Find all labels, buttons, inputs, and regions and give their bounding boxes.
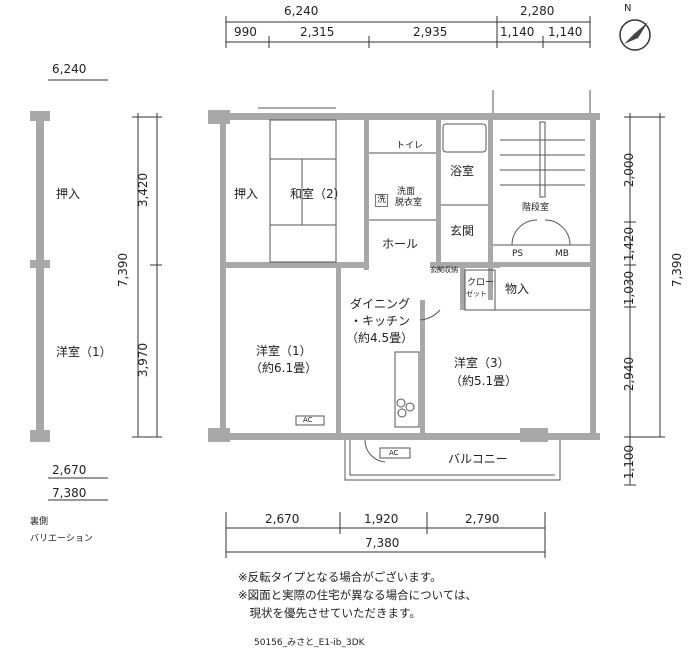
dim-top-seg: 2,315 (300, 25, 335, 39)
room-closet-l2: ゼット (466, 290, 487, 298)
dim-top-total-left: 6,240 (284, 4, 319, 18)
interior-lines (258, 90, 591, 481)
room-genkan: 玄関 (450, 224, 475, 238)
room-washroom-l1: 洗面 (397, 187, 416, 197)
room-toilet: トイレ (396, 141, 424, 151)
variation-label1: 裏側 (30, 517, 49, 527)
room-mb: MB (555, 249, 569, 259)
ac-indoor: AC (303, 416, 313, 424)
room-dk-l1: ダイニング (350, 297, 411, 311)
room-hall: ホール (382, 237, 419, 251)
room-yoshitsu1-l2: （約6.1畳） (250, 361, 318, 375)
dim-right-seg: 2,940 (622, 356, 637, 392)
variation-dim2: 7,380 (52, 486, 87, 500)
room-washroom-l2: 脱衣室 (395, 198, 423, 208)
room-closet-l1: クロー (467, 278, 495, 288)
variation-oshiire: 押入 (56, 187, 81, 201)
room-bath: 浴室 (450, 164, 475, 178)
dim-right-seg: 1,030 (622, 270, 637, 306)
dim-left-lower: 3,970 (136, 342, 151, 378)
room-dk-l2: ・キッチン (350, 314, 411, 328)
note-line: 現状を優先させていただきます。 (238, 606, 421, 620)
room-yoshitsu1-l1: 洋室（1） (256, 344, 312, 358)
dim-bottom-seg: 2,790 (465, 512, 500, 526)
dim-top-seg: 990 (234, 25, 257, 39)
dim-bottom-seg: 2,670 (265, 512, 300, 526)
footer-id: 50156_みさと_E1-ib_3DK (254, 638, 365, 648)
room-storage: 物入 (505, 282, 530, 296)
room-ps: PS (512, 249, 524, 259)
room-yoshitsu3-l2: （約5.1畳） (450, 374, 518, 388)
variation-width: 6,240 (52, 62, 87, 76)
washer-space: 洗 (375, 194, 389, 207)
variation-room: 洋室（1） (56, 345, 112, 359)
dim-top-seg: 1,140 (548, 25, 583, 39)
compass-north-label: N (624, 3, 632, 14)
note-line: ※反転タイプとなる場合がございます。 (238, 570, 442, 584)
room-stairs: 階段室 (522, 203, 550, 213)
dim-top-seg: 1,140 (500, 25, 535, 39)
walls (208, 110, 600, 442)
dimension-lines (48, 16, 665, 558)
dim-right-seg: 2,000 (622, 152, 637, 188)
dim-bottom-seg: 1,920 (364, 512, 399, 526)
variation-plan (30, 111, 50, 442)
room-washitsu: 和室（2） (290, 187, 346, 201)
dim-left-upper: 3,420 (136, 172, 151, 208)
room-oshiire: 押入 (234, 187, 259, 201)
note-line: ※図面と実際の住宅が異なる場合については、 (238, 588, 478, 602)
dim-bottom-total: 7,380 (365, 536, 400, 550)
room-balcony: バルコニー (448, 452, 508, 466)
room-genkan-storage: 玄関収納 (430, 266, 458, 274)
room-dk-l3: （約4.5畳） (346, 331, 414, 345)
compass-icon (619, 19, 651, 51)
ac-outdoor: AC (389, 449, 399, 457)
dim-right-seg: 1,100 (622, 444, 637, 480)
variation-dim1: 2,670 (52, 463, 87, 477)
dim-top-seg: 2,935 (413, 25, 448, 39)
dim-left-total: 7,390 (116, 252, 131, 288)
variation-label2: バリエーション (30, 534, 93, 544)
room-yoshitsu3-l1: 洋室（3） (454, 356, 510, 370)
dim-top-total-right: 2,280 (520, 4, 555, 18)
dim-right-total: 7,390 (670, 252, 685, 288)
dim-right-seg: 1,420 (622, 226, 637, 262)
